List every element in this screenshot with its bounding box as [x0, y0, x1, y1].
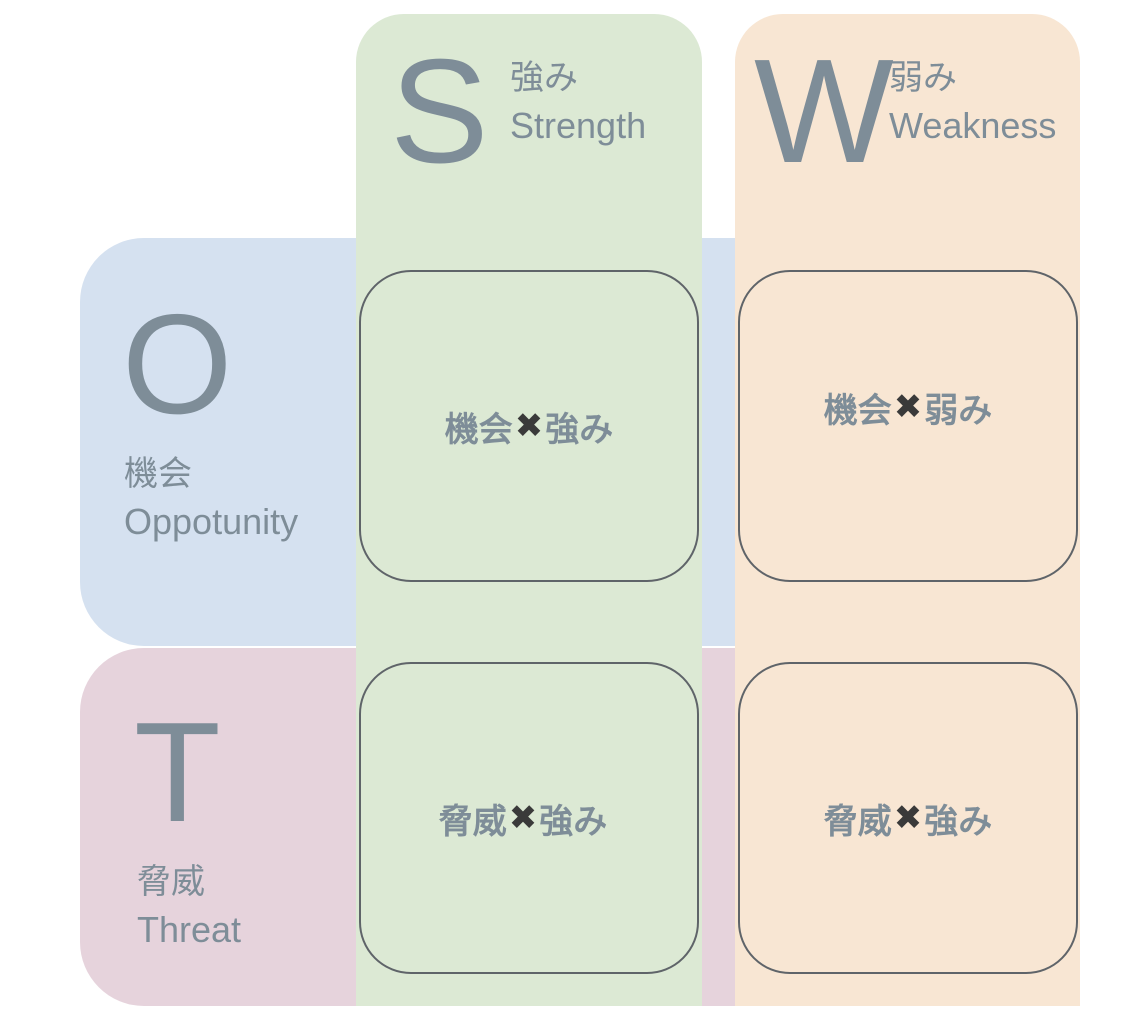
strength-label-en: Strength — [510, 105, 647, 146]
opportunity-label-en: Oppotunity — [124, 501, 299, 542]
strength-letter: S — [390, 29, 489, 194]
times-icon: ✖ — [514, 406, 544, 446]
cell-threat-strength: 脅威✖強み — [359, 662, 699, 974]
opportunity-letter: O — [122, 285, 233, 444]
opportunity-label-jp: 機会 — [124, 454, 192, 494]
weakness-label-jp: 弱み — [889, 58, 957, 98]
cell-threat-strength-left: 脅威 — [438, 801, 507, 842]
cell-threat-weakness-right: 強み — [924, 801, 993, 842]
cell-opportunity-strength-left: 機会 — [444, 409, 513, 450]
threat-letter: T — [134, 693, 221, 852]
threat-label-jp: 脅威 — [137, 862, 205, 902]
weakness-letter: W — [754, 29, 894, 194]
cell-opportunity-strength-right: 強み — [545, 409, 614, 450]
threat-label: 脅威 Threat — [137, 858, 241, 954]
times-icon: ✖ — [893, 387, 923, 427]
cell-opportunity-weakness: 機会✖弱み — [738, 270, 1078, 582]
threat-label-en: Threat — [137, 909, 242, 950]
strength-label-jp: 強み — [510, 58, 578, 98]
cell-opportunity-weakness-right: 弱み — [924, 390, 993, 431]
cell-opportunity-weakness-left: 機会 — [823, 390, 892, 431]
times-icon: ✖ — [508, 798, 538, 838]
weakness-label: 弱み Weakness — [889, 54, 1056, 150]
strength-label: 強み Strength — [510, 54, 646, 150]
weakness-label-en: Weakness — [889, 105, 1057, 146]
times-icon: ✖ — [893, 798, 923, 838]
cell-opportunity-strength: 機会✖強み — [359, 270, 699, 582]
cell-threat-weakness-left: 脅威 — [823, 801, 892, 842]
opportunity-label: 機会 Oppotunity — [124, 450, 298, 546]
cell-threat-strength-right: 強み — [539, 801, 608, 842]
cell-threat-weakness: 脅威✖強み — [738, 662, 1078, 974]
